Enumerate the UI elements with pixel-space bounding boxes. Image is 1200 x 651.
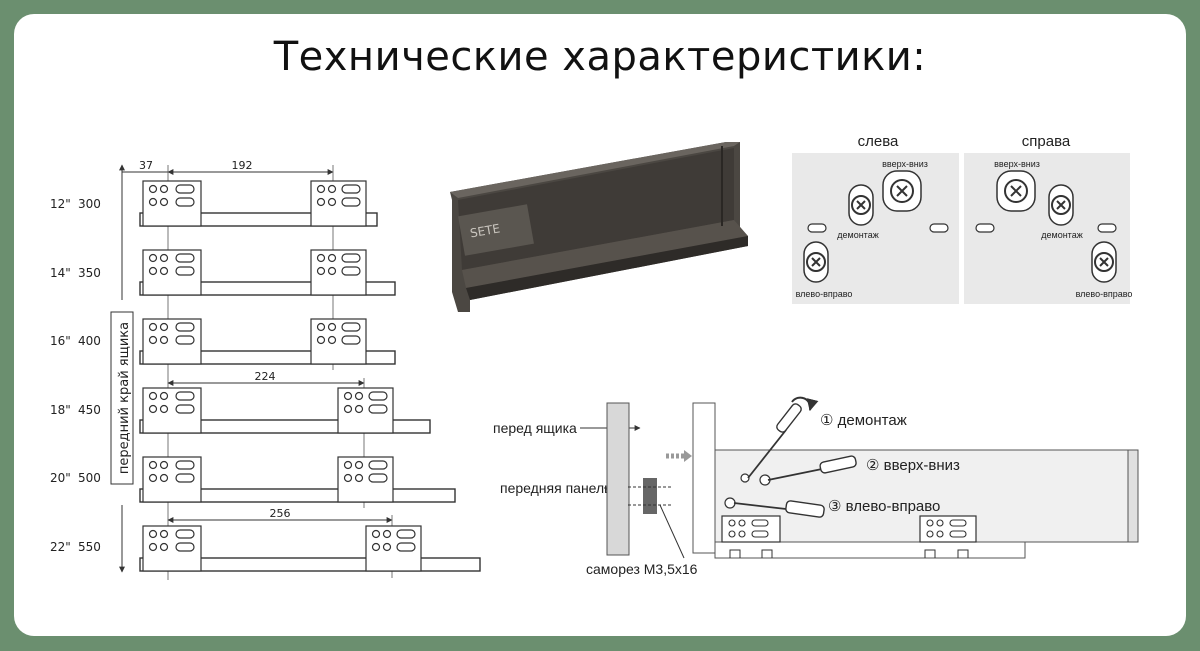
updown-screw-icon-right xyxy=(996,170,1036,212)
runner-400 xyxy=(139,318,396,365)
step-up-down: ② вверх-вниз xyxy=(866,457,960,474)
runner-300 xyxy=(139,180,378,227)
leftright-screw-icon-right xyxy=(1091,241,1117,283)
len-mm-4: 450 xyxy=(78,403,101,417)
len-inch-4: 18" xyxy=(50,403,71,417)
left-dismount-label: демонтаж xyxy=(837,230,878,240)
updown-screw-icon xyxy=(882,170,922,212)
brand-logo: SETE xyxy=(469,221,501,240)
right-leftright-label: влево-вправо xyxy=(1076,289,1133,299)
front-edge-box xyxy=(110,311,134,485)
len-mm-3: 400 xyxy=(78,334,101,348)
runner-500 xyxy=(139,456,456,503)
dismount-screw-icon xyxy=(848,184,874,226)
dim-37: 37 xyxy=(139,159,153,172)
left-leftright-label: влево-вправо xyxy=(796,289,853,299)
installation-drawing: перед ящика передняя панель саморез М3,5… xyxy=(493,396,1139,577)
step-dismount: ① демонтаж xyxy=(820,412,907,429)
runner-550 xyxy=(139,525,481,572)
left-updown-label: вверх-вниз xyxy=(882,159,928,169)
len-inch-6: 22" xyxy=(50,540,71,554)
front-edge-label: передний край ящика xyxy=(117,322,132,474)
runner-350 xyxy=(139,249,396,296)
drawer-side-image: SETE xyxy=(450,142,748,312)
dim-192: 192 xyxy=(232,159,253,172)
screwdriver-icon-1 xyxy=(747,396,819,479)
dismount-screw-icon-right xyxy=(1048,184,1074,226)
leftright-screw-icon xyxy=(803,241,829,283)
step-left-right: ③ влево-вправо xyxy=(828,498,940,515)
dim-256: 256 xyxy=(270,507,291,520)
drawer-front-label: перед ящика xyxy=(493,420,577,436)
len-inch-3: 16" xyxy=(50,334,71,348)
screwdriver-icon-2 xyxy=(767,455,857,481)
dim-224: 224 xyxy=(255,370,276,383)
len-inch-2: 14" xyxy=(50,266,71,280)
right-panel-title: справа xyxy=(1022,133,1071,150)
page-title: Технические характеристики: xyxy=(273,34,927,80)
len-mm-1: 300 xyxy=(78,197,101,211)
right-updown-label: вверх-вниз xyxy=(994,159,1040,169)
adjustment-panels: слева справа вверх-вниз демонтаж влево-в… xyxy=(792,133,1132,304)
left-panel-title: слева xyxy=(858,133,899,150)
screwdriver-icon-3 xyxy=(733,500,825,518)
screw-label: саморез М3,5х16 xyxy=(586,561,698,577)
front-panel-label: передняя панель xyxy=(500,480,611,496)
right-dismount-label: демонтаж xyxy=(1041,230,1082,240)
len-mm-5: 500 xyxy=(78,471,101,485)
runner-lengths-drawing: передний край ящика 37 192 12" 300 14" 3… xyxy=(50,159,481,580)
len-inch-5: 20" xyxy=(50,471,71,485)
front-bracket xyxy=(643,478,657,514)
len-mm-6: 550 xyxy=(78,540,101,554)
runner-450 xyxy=(139,387,431,434)
len-inch-1: 12" xyxy=(50,197,71,211)
len-mm-2: 350 xyxy=(78,266,101,280)
front-board xyxy=(606,402,630,556)
